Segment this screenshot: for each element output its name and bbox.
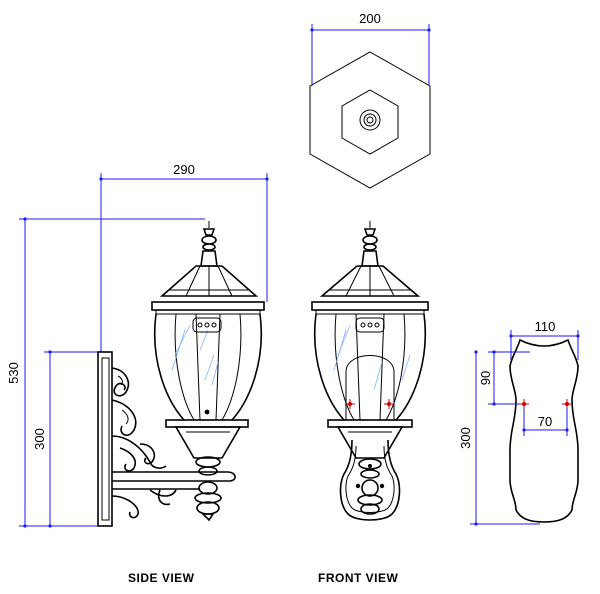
dim-side-width: 290 [173,162,195,177]
dim-bracket-height: 300 [32,428,47,450]
dim-top-width: 200 [359,11,381,26]
top-view [309,24,431,189]
front-view-label: FRONT VIEW [318,571,399,585]
front-view [311,221,429,521]
mounting-plate [470,330,580,526]
dim-plate-width: 110 [535,319,556,334]
dim-total-height: 530 [6,362,21,384]
mount-points [345,399,394,409]
side-view-label: SIDE VIEW [128,571,195,585]
dim-hole-spacing: 70 [538,414,552,429]
dim-plate-upper-offset: 90 [478,371,493,385]
side-view [19,173,269,528]
dim-plate-height: 300 [458,427,473,449]
